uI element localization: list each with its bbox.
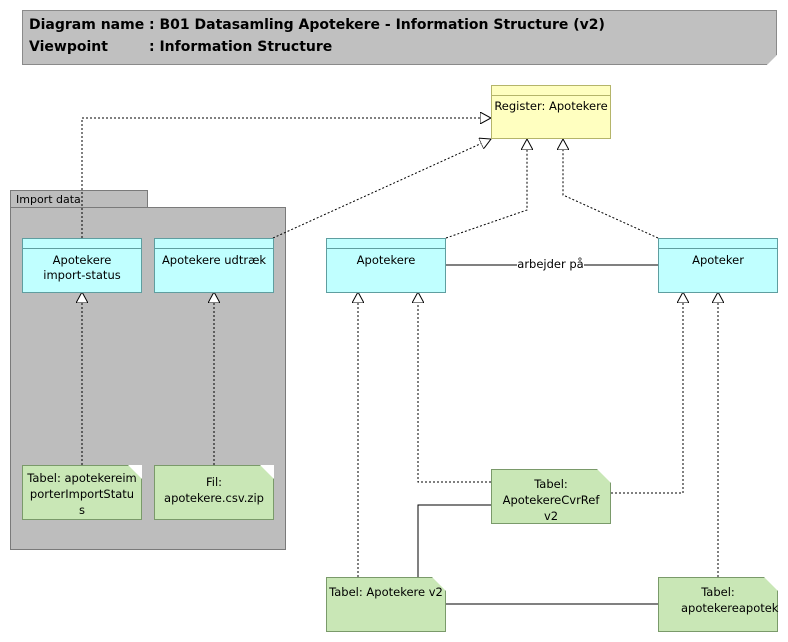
link-importstatus-register	[81, 118, 491, 238]
diagram-name-key: Diagram name	[29, 17, 145, 33]
object-apotekere-udtraek[interactable]: Apotekere udtræk	[154, 238, 274, 293]
object-apotekere-import-status[interactable]: Apotekere import-status	[22, 238, 142, 293]
artifact-apotek-table[interactable]: Tabel: apotekereapotek	[658, 577, 778, 632]
artifact-label: Tabel: apotekereapotek	[681, 585, 779, 615]
viewpoint-key: Viewpoint	[29, 39, 108, 55]
diagram-header: Diagram name: B01 Datasamling Apotekere …	[22, 10, 777, 65]
artifact-apotekere-table[interactable]: Tabel: Apotekere v2	[326, 577, 446, 632]
object-label: Apotekere import-status	[43, 253, 121, 282]
diagram-name-value: : B01 Datasamling Apotekere - Informatio…	[149, 17, 605, 33]
link-cvrref-apotekeretable	[417, 504, 491, 577]
artifact-label: Tabel: ApotekereCvrRef v2	[502, 477, 600, 523]
link-cvrref-apoteker	[611, 292, 683, 494]
object-label: Apotekere	[356, 253, 416, 267]
object-label: Apoteker	[692, 253, 744, 267]
artifact-importstatus-table[interactable]: Tabel: apotekereimporterImportStatus	[22, 465, 142, 520]
artifact-label: Fil: apotekere.csv.zip	[164, 475, 264, 505]
object-apotekere[interactable]: Apotekere	[326, 238, 446, 293]
header-fold-corner	[767, 55, 777, 65]
group-label: Import data	[10, 190, 148, 208]
object-label: Apotekere udtræk	[161, 253, 267, 267]
relation-label-arbejder-paa: arbejder på	[517, 257, 584, 271]
object-apoteker[interactable]: Apoteker	[658, 238, 778, 293]
artifact-cvrref-table[interactable]: Tabel: ApotekereCvrRef v2	[491, 469, 611, 524]
link-udtraek-register	[272, 139, 491, 239]
artifact-label: Tabel: apotekereimporterImportStatus	[27, 471, 137, 517]
link-apoteker-register	[563, 139, 659, 239]
artifact-label: Tabel: Apotekere v2	[329, 585, 443, 599]
register-apotekere[interactable]: Register: Apotekere	[491, 85, 611, 139]
artifact-csv-file[interactable]: Fil: apotekere.csv.zip	[154, 465, 274, 520]
viewpoint-value: : Information Structure	[149, 39, 333, 55]
link-apotekere-register	[445, 139, 527, 239]
register-label: Register: Apotekere	[494, 99, 608, 113]
link-cvrref-apotekere	[418, 292, 491, 483]
